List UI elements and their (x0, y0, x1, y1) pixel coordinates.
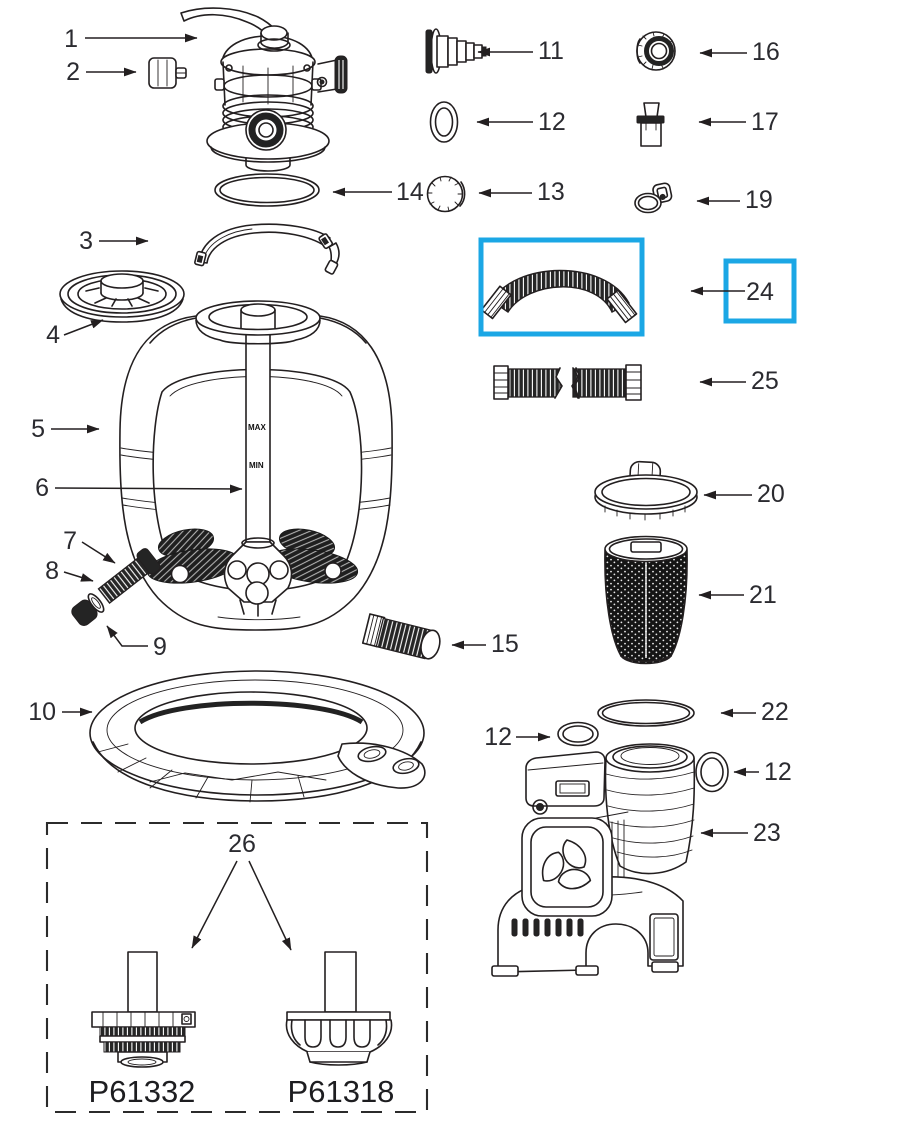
callout-13: 13 (478, 178, 565, 206)
callout-22-label: 22 (761, 698, 789, 726)
callout-14-label: 14 (396, 178, 424, 206)
callout-15: 15 (451, 630, 519, 658)
callout-22: 22 (720, 698, 789, 726)
tank-min-marking: MIN (249, 461, 264, 470)
callout-9: 9 (106, 625, 167, 661)
callout-5: 5 (31, 415, 100, 443)
callout-16: 16 (699, 38, 780, 66)
replacement-part-p61318-drawing (285, 951, 393, 1066)
callout-23: 23 (700, 819, 781, 847)
callout-25-label: 25 (751, 367, 779, 395)
callout-6: 6 (35, 474, 243, 502)
callout-7-label: 7 (63, 527, 77, 555)
ribbed-adapter-15-drawing (361, 613, 441, 660)
part-code-p61332: P61332 (89, 1074, 196, 1109)
callout-3: 3 (79, 227, 149, 255)
callout-20: 20 (703, 480, 785, 508)
callout-4: 4 (46, 319, 104, 349)
callout-21-label: 21 (749, 581, 777, 609)
hose-barb-adapter-drawing (425, 28, 487, 74)
callout-24-label: 24 (746, 278, 774, 306)
callout-2-label: 2 (66, 58, 80, 86)
callout-20-label: 20 (757, 480, 785, 508)
callout-12: 12 (476, 108, 566, 136)
o-ring-12-top-drawing (429, 101, 459, 143)
callout-13-label: 13 (537, 178, 565, 206)
adapter-17-drawing (636, 102, 665, 147)
callout-5-label: 5 (31, 415, 45, 443)
fan-icon (533, 839, 594, 898)
callout-24-highlighted: 24 (690, 258, 797, 324)
callout-17: 17 (698, 108, 779, 136)
curved-hose-24-drawing (480, 269, 638, 324)
drain-pipe-drawing (97, 548, 161, 605)
callout-19: 19 (696, 186, 773, 214)
callout-12-right-label: 12 (764, 758, 792, 786)
valve-o-ring-14-drawing (214, 173, 320, 207)
callout-21: 21 (698, 581, 777, 609)
callout-8-label: 8 (45, 557, 59, 585)
highlight-box-hose-24 (478, 237, 645, 337)
callout-11-label: 11 (538, 37, 564, 65)
part-code-p61318: P61318 (288, 1074, 395, 1109)
drain-cap-drawing (71, 599, 98, 626)
o-ring-12-left-drawing (557, 721, 599, 747)
pump-23-drawing (491, 743, 696, 977)
callout-1: 1 (64, 25, 198, 53)
callout-12-pump-left: 12 (484, 723, 551, 751)
callout-7: 7 (63, 527, 116, 564)
callout-15-label: 15 (491, 630, 519, 658)
callout-4-label: 4 (46, 321, 60, 349)
callout-11: 11 (477, 37, 564, 65)
callout-12-pump-right: 12 (733, 758, 792, 786)
callout-6-label: 6 (35, 474, 49, 502)
o-ring-22-drawing (597, 699, 695, 727)
callout-10-label: 10 (28, 698, 56, 726)
callout-12-left-label: 12 (484, 723, 512, 751)
collar-nut-16-drawing (636, 31, 676, 71)
callout-8: 8 (45, 557, 94, 585)
clamp-ring-drawing (194, 223, 340, 275)
callout-26-label: 26 (228, 830, 256, 858)
callout-23-label: 23 (753, 819, 781, 847)
valve-plug-cap-drawing (148, 57, 187, 89)
multiport-valve-drawing (180, 7, 348, 172)
callout-19-label: 19 (745, 186, 773, 214)
callout-25: 25 (699, 367, 779, 395)
callout-14: 14 (332, 178, 424, 206)
filter-tank-drawing: MAX MIN (119, 300, 393, 631)
callout-17-label: 17 (751, 108, 779, 136)
callout-26: 26 (191, 830, 292, 951)
drain-knob-drawing (426, 175, 466, 213)
replacement-part-p61332-drawing (91, 951, 196, 1068)
tank-lid-drawing (59, 270, 185, 323)
callout-1-label: 1 (64, 25, 78, 53)
tank-base-drawing (89, 670, 426, 803)
callout-16-label: 16 (752, 38, 780, 66)
straight-hose-25-drawing (493, 364, 642, 401)
callout-2: 2 (66, 58, 137, 86)
air-release-valve-19-drawing (634, 182, 673, 214)
callout-3-label: 3 (79, 227, 93, 255)
tank-max-marking: MAX (248, 423, 266, 432)
callout-10: 10 (28, 698, 93, 726)
callout-9-label: 9 (153, 633, 167, 661)
strainer-lid-20-drawing (594, 460, 698, 521)
strainer-basket-21-drawing (604, 535, 688, 665)
replacement-parts-box (45, 821, 429, 1114)
callout-12-label: 12 (538, 108, 566, 136)
o-ring-12-right-drawing (695, 751, 729, 793)
